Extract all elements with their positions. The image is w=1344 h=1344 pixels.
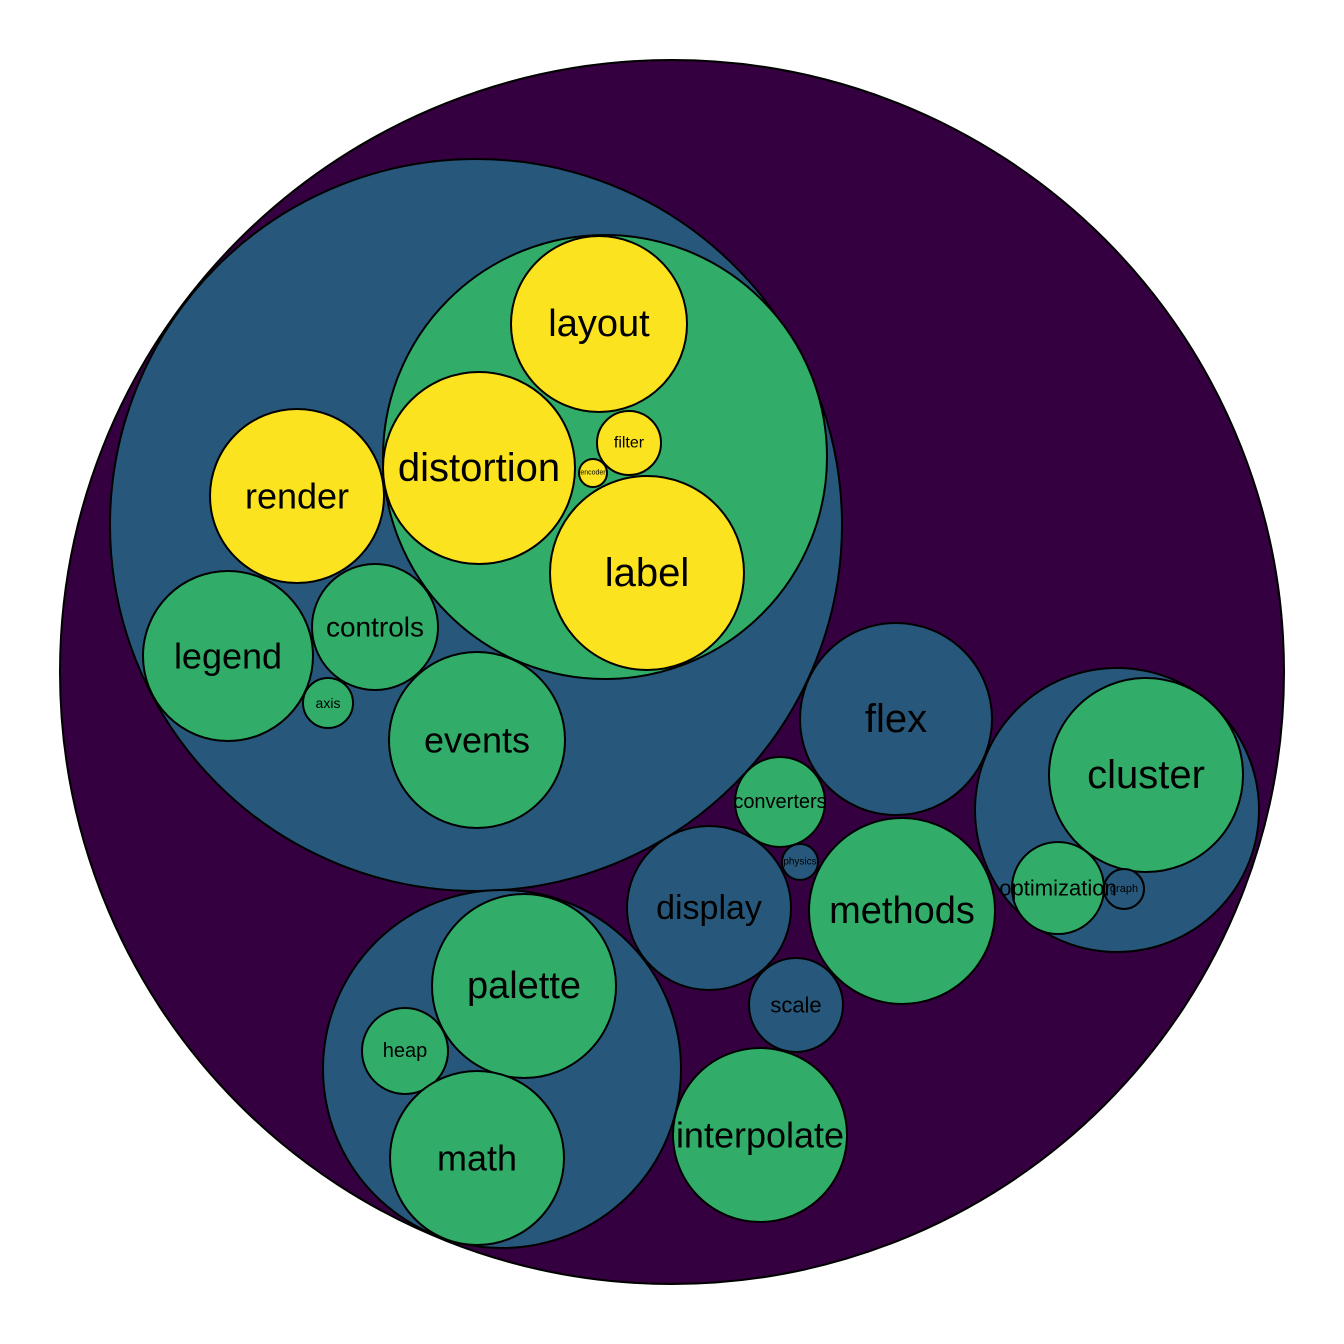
node-label-render: render xyxy=(245,476,349,517)
node-label-encoder: encoder xyxy=(580,470,606,477)
node-label-events: events xyxy=(424,720,530,761)
node-label-legend: legend xyxy=(174,636,282,677)
node-circle-render xyxy=(209,408,385,584)
node-label-methods: methods xyxy=(829,890,975,932)
node-circle-heap xyxy=(361,1007,449,1095)
node-circle-math xyxy=(389,1070,565,1246)
node-circle-axis xyxy=(302,677,354,729)
node-circle-label xyxy=(549,475,745,671)
node-circle-legend xyxy=(142,570,314,742)
node-circle-cluster xyxy=(1048,677,1244,873)
node-circle-physics xyxy=(781,843,819,881)
node-label-cluster: cluster xyxy=(1087,753,1205,797)
node-circle-encoder xyxy=(578,458,608,488)
node-label-interpolate: interpolate xyxy=(676,1115,844,1156)
node-label-axis: axis xyxy=(316,695,341,711)
node-circle-palette xyxy=(431,893,617,1079)
node-label-filter: filter xyxy=(614,435,645,452)
node-label-controls: controls xyxy=(326,612,424,643)
node-circle-distortion xyxy=(382,371,576,565)
node-circle-display xyxy=(626,825,792,991)
node-circle-layout xyxy=(510,235,688,413)
node-label-scale: scale xyxy=(770,993,821,1018)
node-label-physics: physics xyxy=(783,857,816,868)
node-circle-filter xyxy=(596,410,662,476)
node-label-display: display xyxy=(656,889,762,927)
node-label-graph: graph xyxy=(1110,883,1138,895)
node-label-layout: layout xyxy=(548,303,650,345)
node-label-flex: flex xyxy=(865,697,927,741)
node-circle-controls xyxy=(311,563,439,691)
node-label-converters: converters xyxy=(733,791,826,813)
node-circle-interpolate xyxy=(672,1047,848,1223)
node-label-label: label xyxy=(605,551,690,595)
node-label-heap: heap xyxy=(383,1040,428,1062)
node-circle-scale xyxy=(748,957,844,1053)
node-label-math: math xyxy=(437,1138,517,1179)
node-circle-converters xyxy=(734,756,826,848)
node-circle-graph xyxy=(1103,868,1145,910)
node-circle-events xyxy=(388,651,566,829)
node-circle-flex xyxy=(799,622,993,816)
node-label-distortion: distortion xyxy=(398,446,560,490)
node-circle-methods xyxy=(808,817,996,1005)
node-label-optimization: optimization xyxy=(999,876,1116,901)
node-label-palette: palette xyxy=(467,965,581,1007)
